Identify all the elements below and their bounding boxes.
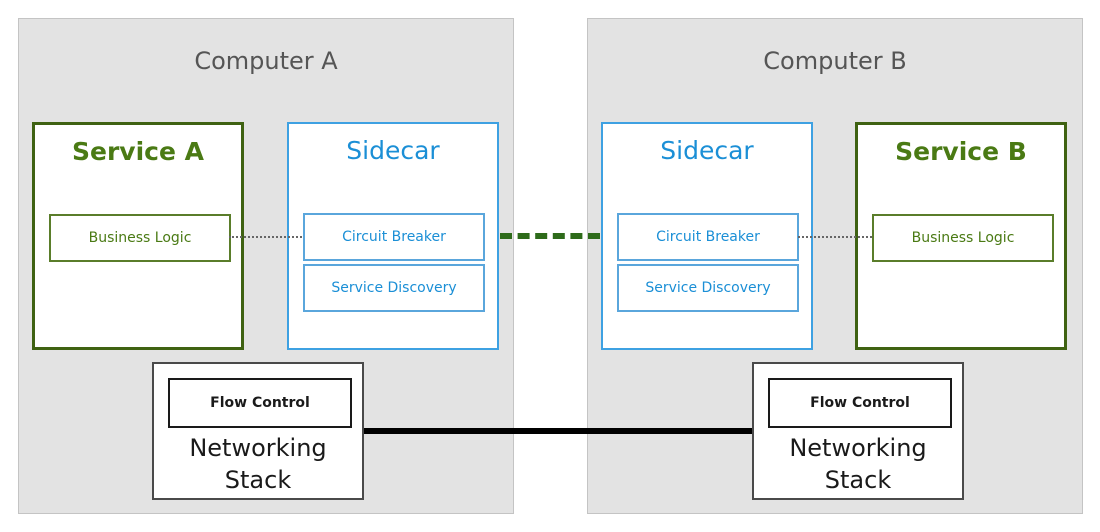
sidecar-b-box: Sidecar Circuit Breaker Service Discover… <box>601 122 813 350</box>
service-b-box: Service B Business Logic <box>855 122 1067 350</box>
networking-stack-a-box: Flow Control Networking Stack <box>152 362 364 500</box>
flow-control-a: Flow Control <box>168 378 352 428</box>
networking-stack-a-line1: Networking <box>189 434 327 462</box>
networking-stack-b-line2: Stack <box>824 466 892 494</box>
service-a-box: Service A Business Logic <box>32 122 244 350</box>
networking-stack-a-title: Networking Stack <box>154 432 362 496</box>
service-a-business-logic: Business Logic <box>49 214 231 262</box>
sidecar-b-title: Sidecar <box>660 136 754 165</box>
networking-stack-a-line2: Stack <box>224 466 292 494</box>
sidecar-a-service-discovery: Service Discovery <box>303 264 485 312</box>
sidecar-a-circuit-breaker: Circuit Breaker <box>303 213 485 261</box>
service-b-title: Service B <box>895 137 1027 166</box>
sidecar-b-service-connector <box>798 236 872 238</box>
networking-stack-b-box: Flow Control Networking Stack <box>752 362 964 500</box>
networking-stack-b-title: Networking Stack <box>754 432 962 496</box>
sidecar-b-circuit-breaker: Circuit Breaker <box>617 213 799 261</box>
service-b-business-logic: Business Logic <box>872 214 1054 262</box>
networking-stack-b-line1: Networking <box>789 434 927 462</box>
sidecar-a-box: Sidecar Circuit Breaker Service Discover… <box>287 122 499 350</box>
service-a-title: Service A <box>72 137 204 166</box>
service-a-sidecar-connector <box>229 236 302 238</box>
network-link-connector <box>362 428 754 434</box>
computer-b-title: Computer B <box>763 47 907 75</box>
sidecar-b-service-discovery: Service Discovery <box>617 264 799 312</box>
flow-control-b: Flow Control <box>768 378 952 428</box>
sidecar-link-connector <box>500 233 600 239</box>
sidecar-a-title: Sidecar <box>346 136 440 165</box>
computer-a-title: Computer A <box>194 47 338 75</box>
